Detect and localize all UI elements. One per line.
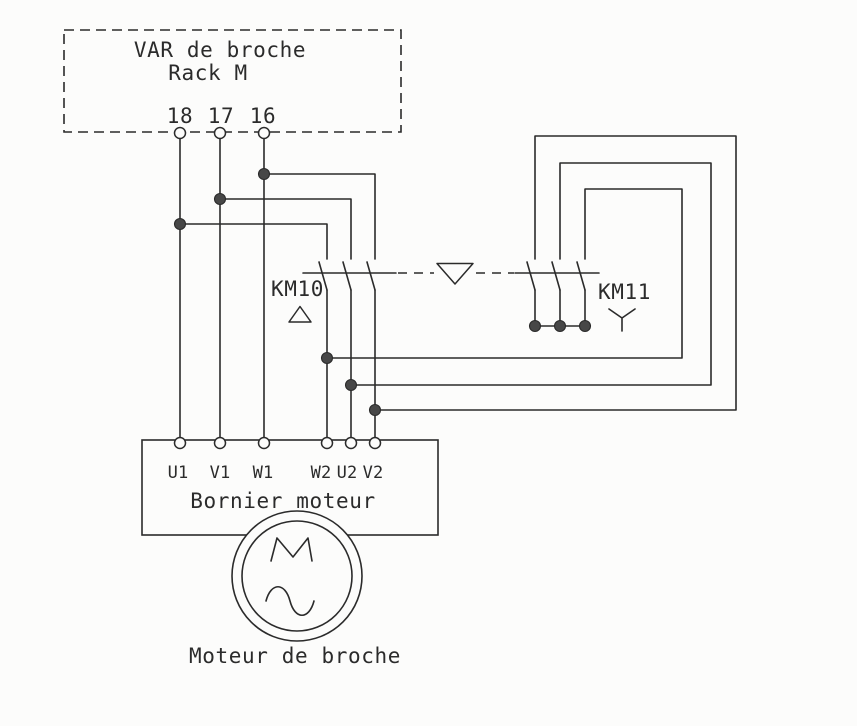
terminal-circle-u2 (344, 436, 358, 450)
bornier-terminal-u2: U2 (337, 463, 358, 483)
terminal-circle-18 (173, 126, 187, 140)
km11-contact-blade-2 (551, 261, 561, 291)
branch-18-to-km10 (179, 223, 328, 260)
motor-outer-circle (231, 510, 363, 642)
motor-sine-wave-icon (265, 585, 315, 617)
bornier-terminal-v2: V2 (363, 463, 384, 483)
km10-label: KM10 (271, 277, 324, 301)
delta-triangle-icon (288, 305, 312, 323)
bornier-terminal-w1: W1 (253, 463, 274, 483)
bornier-terminal-w2: W2 (311, 463, 332, 483)
motor-label: Moteur de broche (189, 644, 401, 668)
star-point-dot (578, 319, 592, 333)
terminal-circle-17 (213, 126, 227, 140)
km11-label: KM11 (598, 280, 651, 304)
var-box-title: VAR de broche (134, 38, 306, 62)
motor-inner-circle (241, 520, 353, 632)
terminal-circle-16 (257, 126, 271, 140)
terminal-circle-w1 (257, 436, 271, 450)
terminal-label-17: 17 (208, 104, 235, 128)
bornier-terminal-u1: U1 (168, 463, 189, 483)
junction-dot (257, 167, 271, 181)
star-y-icon (608, 308, 636, 332)
junction-dot (213, 192, 227, 206)
junction-dots (173, 167, 592, 417)
branch-17-to-km10 (219, 198, 352, 260)
bornier-terminal-v1: V1 (210, 463, 231, 483)
km11-contact-blade-3 (576, 261, 586, 291)
var-rack-box (63, 29, 402, 133)
terminal-label-18: 18 (167, 104, 194, 128)
terminal-circle-u1 (173, 436, 187, 450)
junction-dot (173, 217, 187, 231)
terminal-circles (173, 126, 382, 450)
terminal-circle-w2 (320, 436, 334, 450)
km10-contact-blade-3 (366, 261, 376, 291)
star-point-dot (528, 319, 542, 333)
down-triangle-icon (436, 262, 474, 285)
motor-symbol (231, 510, 363, 642)
wiring (179, 135, 737, 439)
loop-middle-to-km11 (350, 162, 712, 386)
branch-16-to-km10 (263, 173, 376, 260)
junction-dot (320, 351, 334, 365)
loop-inner-to-km11 (326, 188, 683, 359)
km11-contact-blade-1 (526, 261, 536, 291)
star-point-dot (553, 319, 567, 333)
terminal-label-16: 16 (250, 104, 277, 128)
bornier-label: Bornier moteur (190, 489, 375, 513)
junction-dot (344, 378, 358, 392)
km10-contact-blade-2 (342, 261, 352, 291)
var-box-subtitle: Rack M (168, 61, 247, 85)
loop-outer-to-km11 (374, 135, 737, 411)
terminal-circle-v2 (368, 436, 382, 450)
junction-dot (368, 403, 382, 417)
terminal-circle-v1 (213, 436, 227, 450)
labels: VAR de broche Rack M 18 17 16 KM10 KM11 … (134, 38, 651, 668)
motor-letter-m (270, 537, 313, 562)
km10-contact-blade-1 (318, 261, 328, 291)
